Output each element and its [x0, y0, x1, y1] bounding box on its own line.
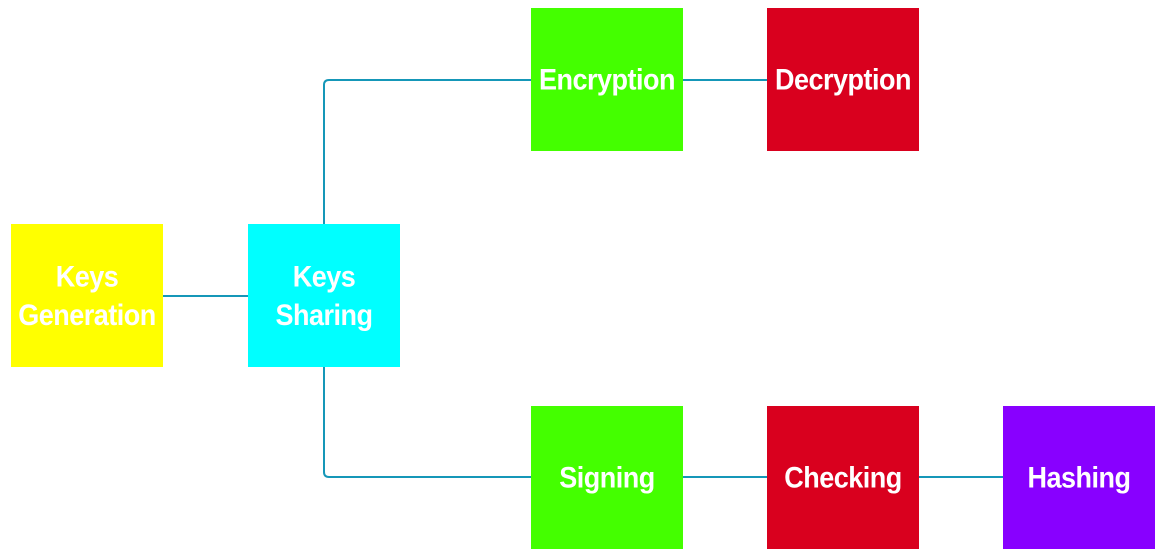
node-label-encryption: Encryption	[538, 63, 676, 96]
edge-keys-sharing-to-signing	[323, 367, 531, 478]
node-label-keys-generation: Keys Generation	[18, 259, 156, 332]
node-encryption[interactable]: Encryption	[531, 8, 683, 151]
node-decryption[interactable]: Decryption	[767, 8, 919, 151]
node-label-checking: Checking	[784, 461, 902, 494]
node-label-signing: Signing	[559, 461, 655, 494]
node-label-keys-sharing: Keys Sharing	[275, 259, 373, 332]
node-label-hashing: Hashing	[1027, 461, 1131, 494]
node-keys-sharing[interactable]: Keys Sharing	[248, 224, 400, 367]
node-label-decryption: Decryption	[774, 63, 912, 96]
node-signing[interactable]: Signing	[531, 406, 683, 549]
node-keys-generation[interactable]: Keys Generation	[11, 224, 163, 367]
node-checking[interactable]: Checking	[767, 406, 919, 549]
node-hashing[interactable]: Hashing	[1003, 406, 1155, 549]
edge-keys-sharing-to-encryption	[323, 79, 531, 224]
